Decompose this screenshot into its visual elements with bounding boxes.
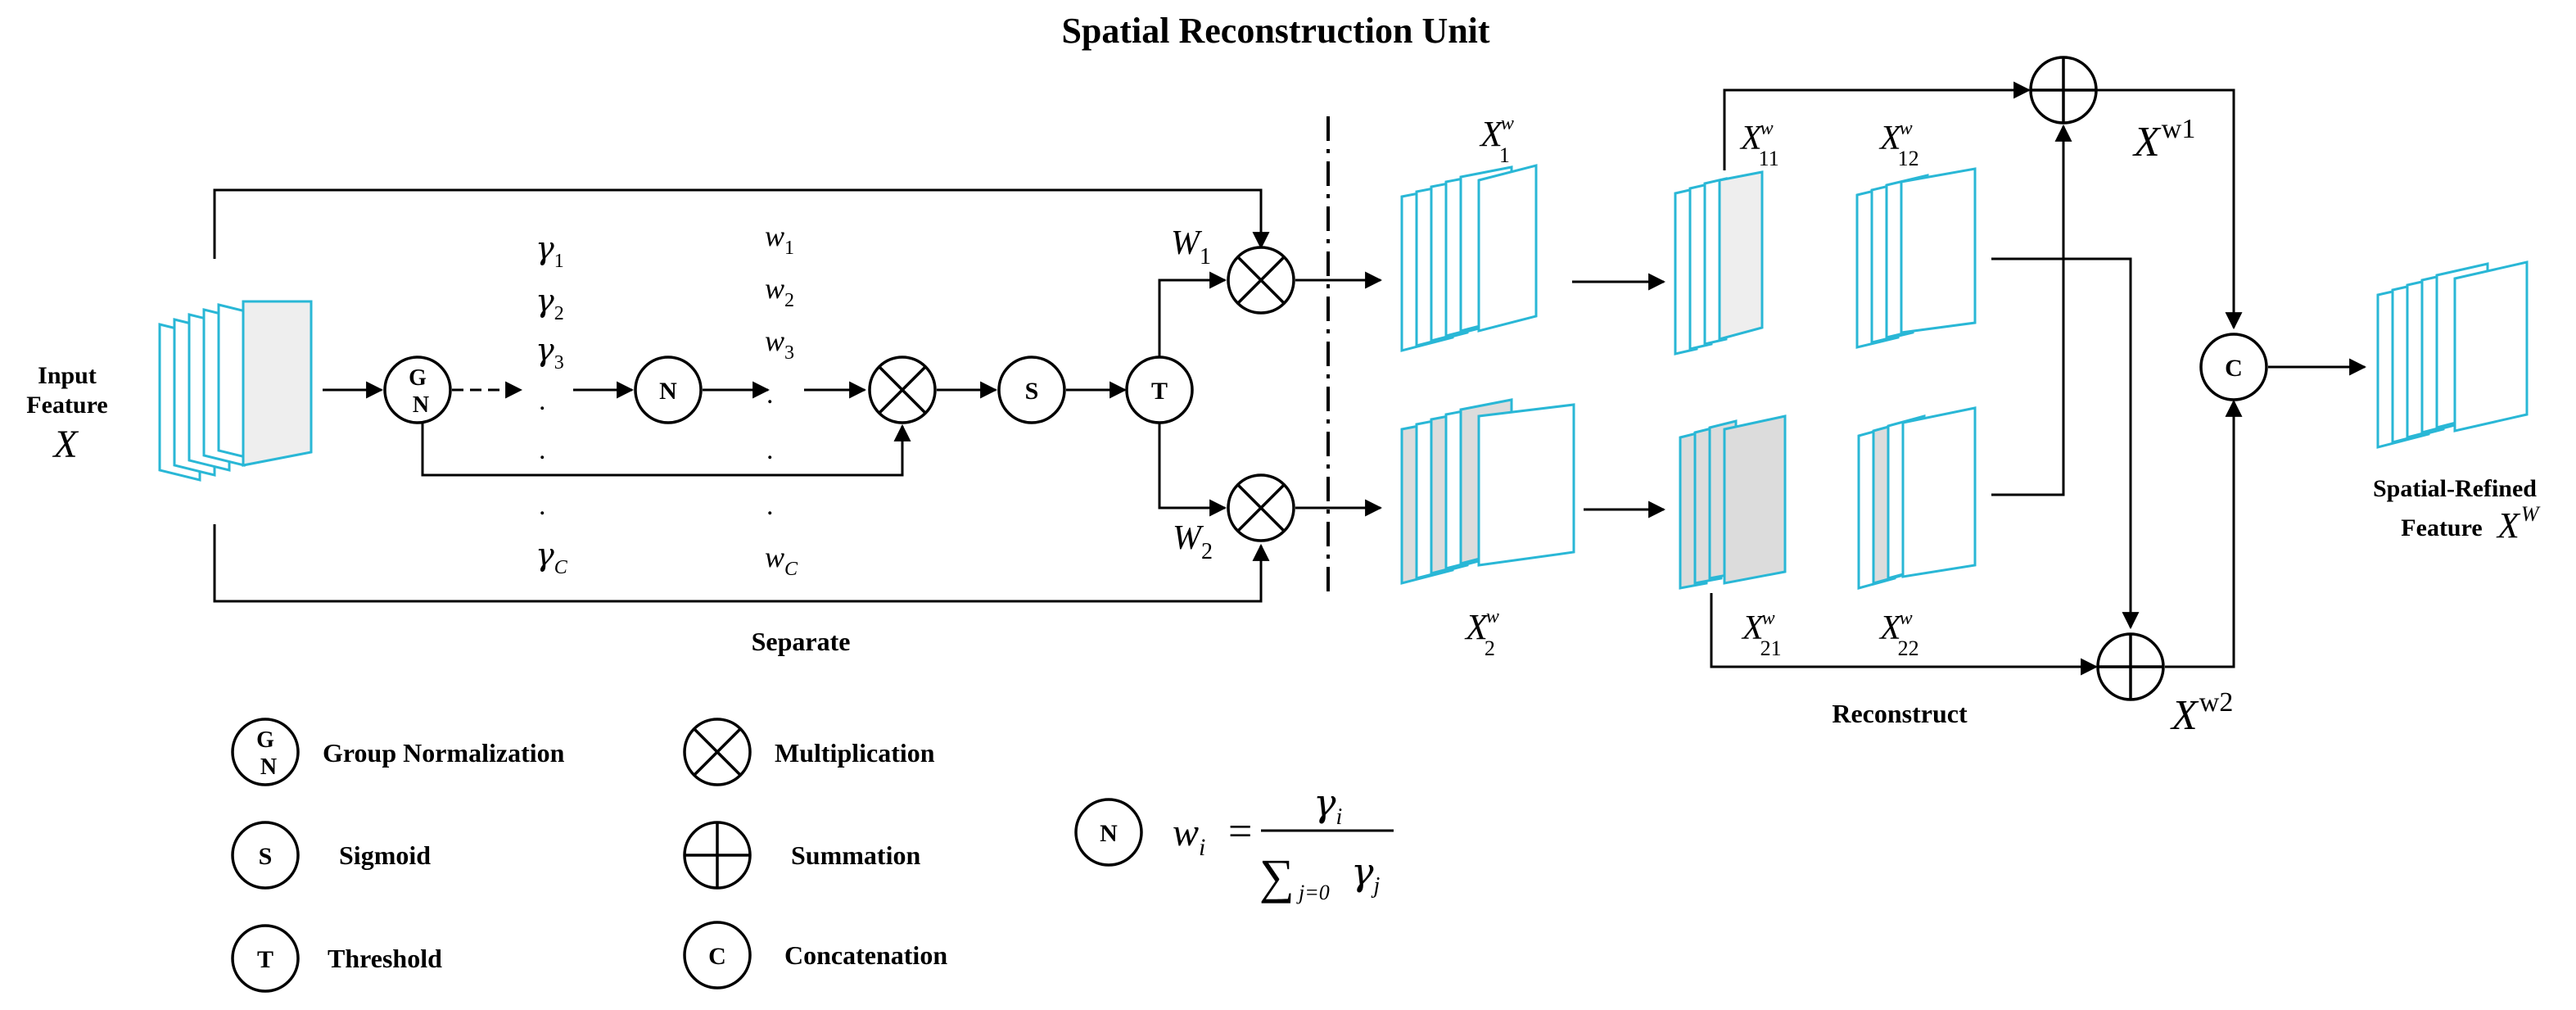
svg-text:.: . [539,435,546,465]
weight-c: w [765,541,784,573]
xw1-label: Xw1 [2132,114,2195,165]
output-label-line2: Feature [2401,514,2482,541]
x21-feature-map [1679,414,1787,590]
svg-text:γj: γj [1351,849,1381,899]
legend-summation-item: Summation [683,821,920,890]
input-label-line2: Feature [26,392,107,419]
legend-gn-label: Group Normalization [323,738,565,768]
legend-summation-label: Summation [791,840,920,870]
legend-multiplication-label: Multiplication [775,738,935,768]
legend-multiplication-item: Multiplication [683,718,935,786]
legend-sigmoid-label: Sigmoid [339,840,431,870]
svg-text:γ3: γ3 [536,332,564,374]
svg-text:γ1: γ1 [536,230,564,272]
svg-text:.: . [766,491,774,521]
svg-text:G: G [409,365,427,391]
output-feature-map [2376,260,2529,449]
legend-threshold-label: Threshold [328,944,442,973]
legend-threshold-item: T Threshold [231,924,442,993]
svg-text:T: T [257,946,273,973]
sum-node-bottom [2096,632,2165,701]
x1-feature-map [1400,164,1538,352]
svg-text:.: . [539,491,546,521]
x22-feature-map [1857,406,1977,590]
gamma-3: γ [536,332,554,368]
threshold-node: T [1125,356,1194,424]
multiply-node-w2 [1227,473,1295,542]
legend-concatenation-item: C Concatenation [683,921,947,990]
svg-text:S: S [259,843,273,870]
w2-label: W2 [1173,519,1213,564]
gamma-1: γ [536,230,554,266]
reconstruct-connectors [1710,81,2367,676]
input-symbol: X [52,423,79,466]
gamma-2: γ [536,283,554,319]
svg-text:j=0: j=0 [1296,881,1330,904]
svg-text:.: . [766,379,774,410]
diagram-title: Spatial Reconstruction Unit [1061,11,1489,51]
gamma-list: γ1 γ2 γ3 . . . γC [536,230,568,578]
svg-text:wC: wC [765,541,798,580]
svg-text:wi: wi [1173,811,1205,861]
svg-text:γ2: γ2 [536,283,564,324]
legend: G N Group Normalization S Sigmoid T Thre… [231,718,947,993]
input-label-line1: Input [38,362,97,389]
separate-label: Separate [752,627,851,656]
input-feature-map [158,300,313,482]
xw2-label: Xw2 [2170,687,2233,739]
normalization-formula: N wi = γi ∑ j=0 γj [1074,781,1394,904]
svg-text:N: N [260,754,277,780]
reconstruct-label: Reconstruct [1832,699,1968,728]
weight-2: w [765,272,784,305]
svg-text:.: . [766,435,774,465]
svg-text:T: T [1151,378,1168,405]
svg-text:N: N [659,378,677,405]
output-label-line1: Spatial-Refined [2373,475,2537,502]
gamma-c: γ [536,537,554,573]
x11-feature-map [1674,170,1764,356]
x2-feature-map [1400,398,1575,585]
legend-concatenation-label: Concatenation [784,940,947,970]
normalize-node: N [634,356,703,424]
svg-text:.: . [539,386,546,416]
gn-node: G N [383,356,452,424]
svg-text:w1: w1 [765,220,794,259]
output-symbol: XW [2496,502,2541,546]
svg-text:w3: w3 [765,324,794,364]
svg-text:C: C [708,943,726,970]
sigmoid-node: S [997,356,1066,424]
svg-text:G: G [256,727,274,753]
x12-feature-map [1855,167,1977,349]
svg-text:S: S [1025,378,1039,405]
weight-1: w [765,220,784,252]
concat-node: C [2199,333,2268,401]
svg-text:w2: w2 [765,272,794,311]
multiply-node-main [868,356,937,424]
svg-text:C: C [2225,355,2243,382]
legend-sigmoid-item: S Sigmoid [231,821,431,890]
separate-connectors [213,188,1383,603]
weight-3: w [765,324,784,357]
svg-text:=: = [1228,808,1252,855]
multiply-node-w1 [1227,246,1295,315]
svg-text:γC: γC [536,537,568,578]
svg-text:γi: γi [1313,781,1342,830]
legend-gn-item: G N Group Normalization [231,718,565,786]
weight-list: w1 w2 w3 . . . wC [765,220,798,580]
w1-label: W1 [1171,224,1211,269]
svg-text:N: N [413,392,429,418]
sum-node-top [2029,56,2098,125]
svg-text:N: N [1100,820,1118,847]
svg-text:∑: ∑ [1259,849,1295,904]
